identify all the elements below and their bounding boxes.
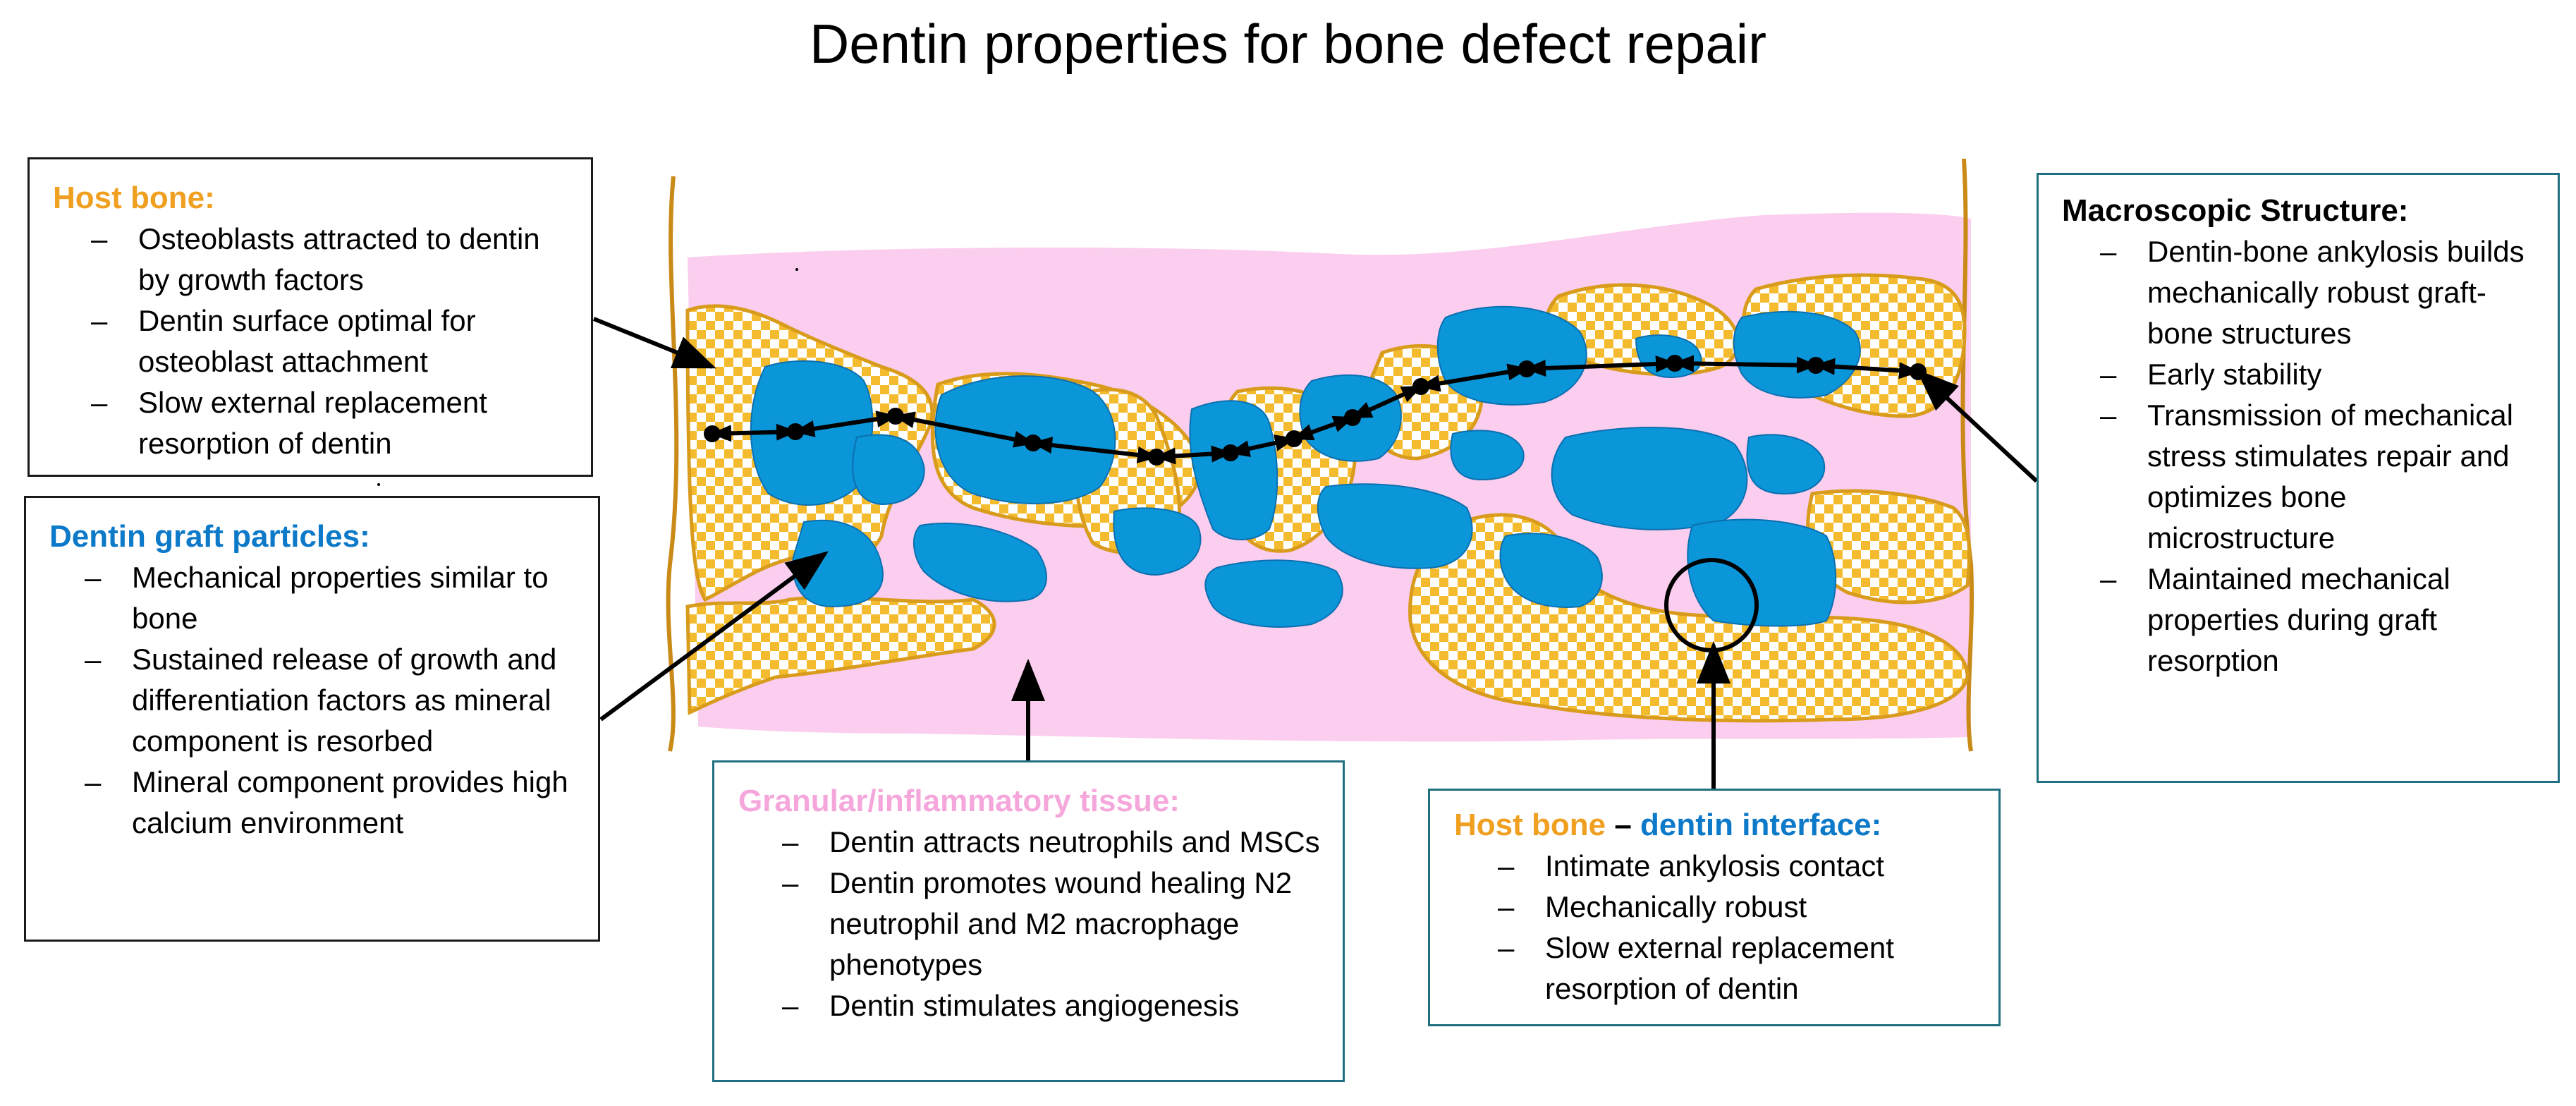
list-item: Dentin attracts neutrophils and MSCs xyxy=(717,822,1321,863)
dentin-graft-heading: Dentin graft particles: xyxy=(49,519,370,554)
list-item: Dentin surface optimal for osteoblast at… xyxy=(26,300,570,382)
list-item: Slow external replacement resorption of … xyxy=(26,382,570,464)
list-item: Dentin stimulates angiogenesis xyxy=(717,985,1321,1026)
interface-box: Host bone – dentin interface: Intimate a… xyxy=(1428,789,2001,1026)
host-bone-wall-left xyxy=(666,176,679,752)
granular-tissue-box: Granular/inflammatory tissue: Dentin att… xyxy=(712,760,1345,1082)
list-item: Transmission of mechanical stress stimul… xyxy=(2035,395,2537,559)
dentin-graft-list: Mechanical properties similar to bone Su… xyxy=(20,557,577,844)
list-item: Intimate ankylosis contact xyxy=(1433,846,1977,887)
diagram-title: Dentin properties for bone defect repair xyxy=(809,13,1767,75)
dentin-graft-box: Dentin graft particles: Mechanical prope… xyxy=(24,496,600,942)
host-bone-wall-right xyxy=(1960,158,1974,752)
interface-heading-sep: – xyxy=(1606,808,1641,842)
macro-structure-heading: Macroscopic Structure: xyxy=(2062,193,2409,228)
granular-tissue-heading: Granular/inflammatory tissue: xyxy=(738,784,1180,818)
list-item: Slow external replacement resorption of … xyxy=(1433,928,1977,1009)
list-item: Dentin-bone ankylosis builds mechanicall… xyxy=(2035,231,2537,354)
host-bone-heading: Host bone: xyxy=(53,181,215,215)
list-item: Mineral component provides high calcium … xyxy=(20,762,577,844)
list-item: Early stability xyxy=(2035,354,2537,395)
callout-arrows xyxy=(592,317,2039,789)
list-item: Osteoblasts attracted to dentin by growt… xyxy=(26,219,570,300)
list-item: Dentin promotes wound healing N2 neutrop… xyxy=(717,863,1321,985)
interface-heading-dentin: dentin interface: xyxy=(1640,808,1882,842)
stress-chain xyxy=(710,355,1920,465)
list-item: Sustained release of growth and differen… xyxy=(20,639,577,762)
macro-structure-box: Macroscopic Structure: Dentin-bone ankyl… xyxy=(2037,173,2560,783)
host-bone-list: Osteoblasts attracted to dentin by growt… xyxy=(26,219,570,464)
list-item: Mechanical properties similar to bone xyxy=(20,557,577,639)
granular-tissue-list: Dentin attracts neutrophils and MSCs Den… xyxy=(717,822,1321,1026)
list-item: Maintained mechanical properties during … xyxy=(2035,559,2537,681)
interface-heading: Host bone – dentin interface: xyxy=(1454,805,1977,846)
macro-structure-list: Dentin-bone ankylosis builds mechanicall… xyxy=(2035,231,2537,681)
list-item: Mechanically robust xyxy=(1433,887,1977,928)
interface-list: Intimate ankylosis contact Mechanically … xyxy=(1433,846,1977,1009)
interface-heading-host: Host bone xyxy=(1454,808,1606,842)
host-bone-box: Host bone: Osteoblasts attracted to dent… xyxy=(28,157,593,477)
stress-chain-nodes xyxy=(704,355,1927,466)
